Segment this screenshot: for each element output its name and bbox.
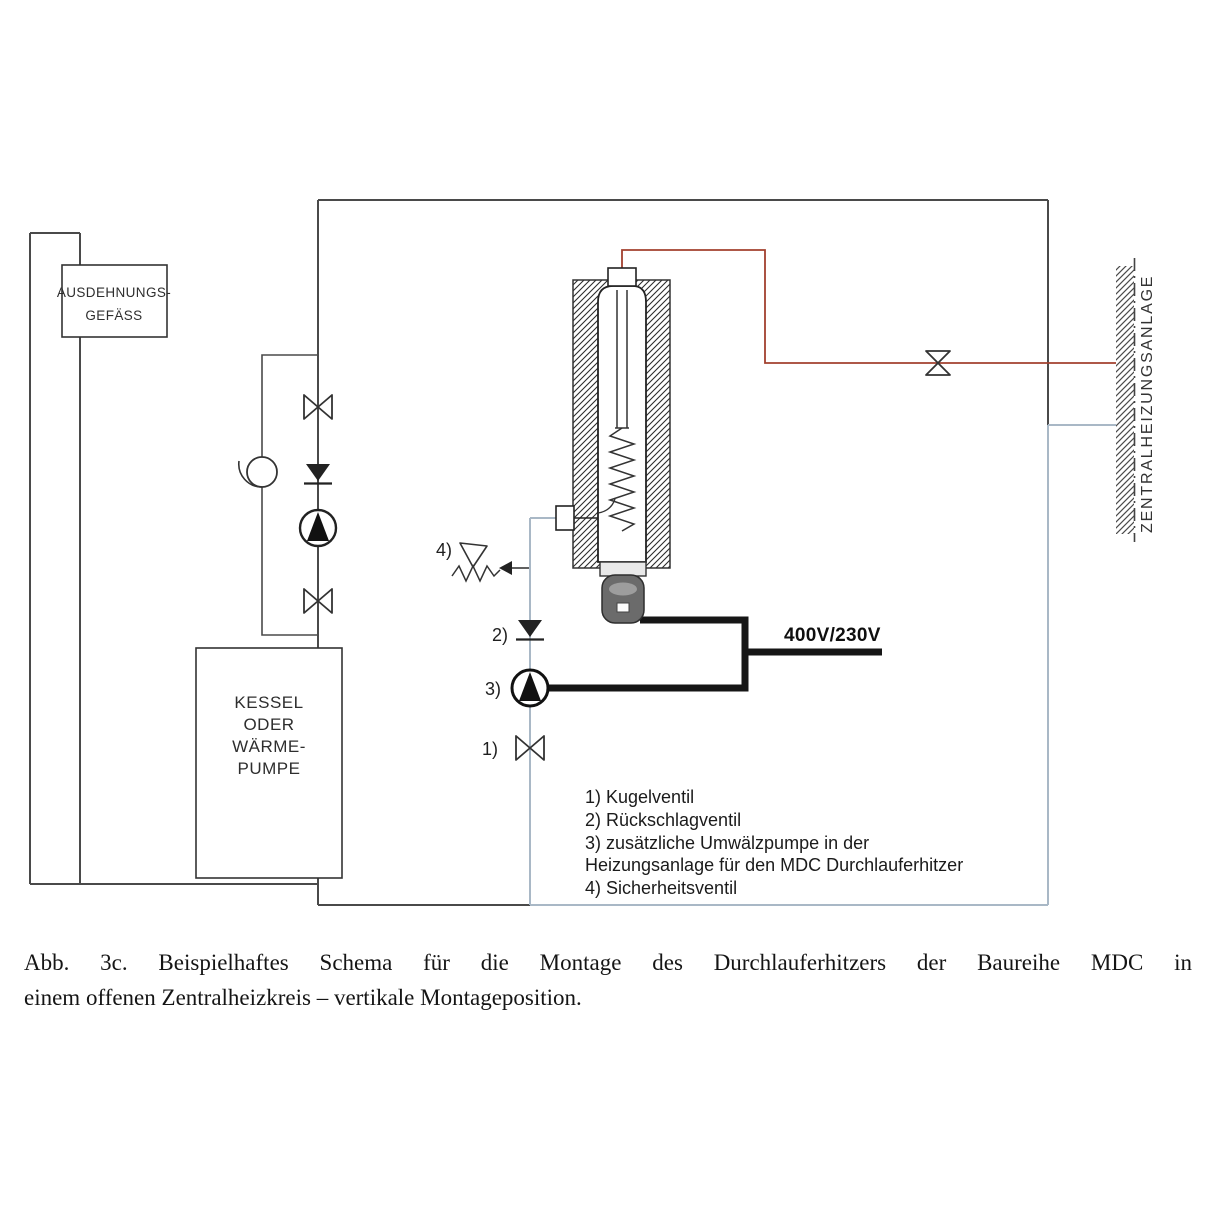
- legend-line-4: Heizungsanlage für den MDC Durchlauferhi…: [585, 855, 963, 875]
- callout-2: 2): [492, 625, 508, 645]
- caption-line-1: Abb. 3c. Beispielhaftes Schema für die M…: [24, 950, 1192, 975]
- callout-4: 4): [436, 540, 452, 560]
- heater-side-fitting: [555, 505, 575, 531]
- expansion-vessel-label-2: GEFÄSS: [85, 308, 142, 323]
- ball-valve-top-left: [303, 394, 333, 420]
- ball-valve-1: [515, 735, 545, 761]
- expansion-vessel: AUSDEHNUNGS- GEFÄSS: [57, 264, 171, 338]
- caption-line-2: einem offenen Zentralheizkreis – vertika…: [24, 985, 582, 1010]
- heater-plug: [601, 574, 645, 624]
- figure-caption: Abb. 3c. Beispielhaftes Schema für die M…: [24, 950, 1192, 1011]
- legend-line-1: 1) Kugelventil: [585, 787, 694, 807]
- boiler-label-1: KESSEL: [234, 693, 303, 712]
- heater-neck: [599, 561, 647, 577]
- circulation-pump-left: [298, 508, 338, 548]
- boiler-label-4: PUMPE: [238, 759, 301, 778]
- callout-3: 3): [485, 679, 501, 699]
- ball-valve-bottom-left: [303, 588, 333, 614]
- legend-line-2: 2) Rückschlagventil: [585, 810, 741, 830]
- legend-line-5: 4) Sicherheitsventil: [585, 878, 737, 898]
- central-heating-label: ZENTRALHEIZUNGSANLAGE: [1139, 275, 1156, 533]
- heater-top-cap: [607, 267, 637, 287]
- legend: 1) Kugelventil 2) Rückschlagventil 3) zu…: [585, 787, 963, 898]
- legend-line-3: 3) zusätzliche Umwälzpumpe in der: [585, 833, 869, 853]
- boiler-label-3: WÄRME-: [232, 737, 306, 756]
- callout-1: 1): [482, 739, 498, 759]
- check-valve-left: [304, 464, 332, 485]
- heater-plug-slot: [616, 602, 630, 613]
- pipes-boiler-circuit: [29, 199, 1049, 906]
- heater-element: [607, 290, 637, 532]
- voltage-label: 400V/230V: [784, 625, 881, 646]
- boiler-box: KESSEL ODER WÄRME- PUMPE: [195, 647, 343, 879]
- power-cable: [549, 616, 882, 692]
- boiler-label-2: ODER: [243, 715, 294, 734]
- circulation-pump-3: [510, 668, 550, 708]
- gauge-symbol: [238, 456, 278, 488]
- pipes-return-line: [529, 424, 1116, 906]
- check-valve-2: [516, 620, 544, 641]
- safety-valve-4: [451, 542, 512, 583]
- heater-plug-highlight: [609, 582, 637, 596]
- central-heating-wall: ZENTRALHEIZUNGSANLAGE: [1116, 258, 1156, 542]
- pipe-supply-line: [621, 249, 1116, 364]
- expansion-vessel-label-1: AUSDEHNUNGS-: [57, 285, 171, 300]
- shutoff-valve-supply: [925, 350, 951, 376]
- water-heater-unit: [555, 267, 671, 624]
